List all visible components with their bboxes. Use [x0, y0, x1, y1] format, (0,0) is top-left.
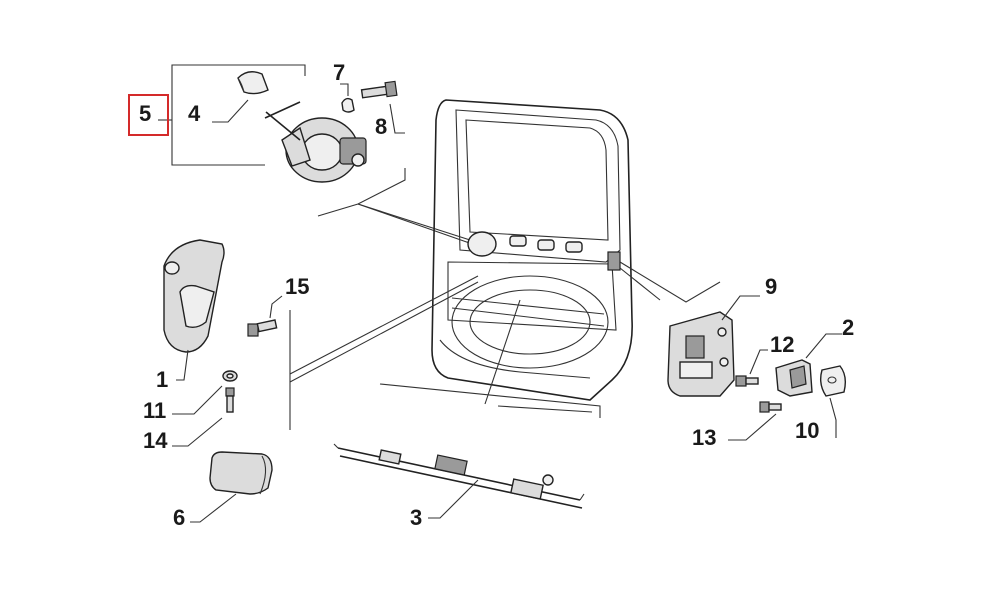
- callout-10: 10: [795, 418, 820, 443]
- part-fuel-flap-assembly: [264, 101, 367, 183]
- part-inner-handle: [163, 239, 225, 353]
- part-washer: [222, 370, 238, 382]
- part-door-lock: [667, 311, 735, 397]
- part-handle-cover: [209, 451, 273, 495]
- callout-9: 9: [765, 274, 778, 299]
- callout-11: 11: [143, 398, 167, 423]
- part-5-highlight-box: [128, 94, 169, 136]
- callout-7: 7: [333, 60, 346, 85]
- part-screw-14: [225, 387, 235, 413]
- callout-12: 12: [770, 332, 795, 357]
- callout-6: 6: [173, 505, 186, 530]
- callout-8: 8: [375, 114, 388, 139]
- group-bracket: [158, 64, 306, 166]
- callout-3: 3: [410, 505, 423, 530]
- part-screw-13: [759, 401, 782, 413]
- part-cap: [237, 71, 269, 95]
- callout-5: 5: [139, 101, 152, 126]
- callout-4: 4: [188, 101, 201, 126]
- part-cable-rod-assembly: [333, 443, 585, 509]
- part-bolt-top: [360, 80, 398, 99]
- part-shim: [819, 365, 847, 397]
- callout-1: 1: [156, 367, 169, 392]
- part-screw-15: [247, 319, 278, 337]
- sliding-door-frame: [431, 99, 633, 401]
- callout-15: 15: [285, 274, 310, 299]
- callout-14: 14: [143, 428, 168, 453]
- part-bolt-12: [735, 375, 759, 387]
- part-nut: [341, 97, 355, 113]
- callout-2: 2: [842, 315, 855, 340]
- part-striker: [775, 359, 813, 397]
- callout-13: 13: [692, 425, 717, 450]
